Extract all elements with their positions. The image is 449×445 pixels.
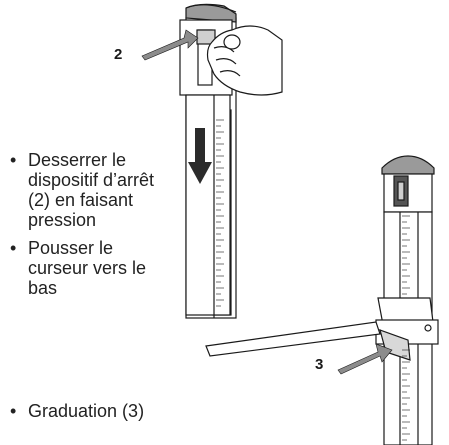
instruction-item-release-lock: Desserrer le dispositif d’arrêt (2) en f… <box>4 150 164 230</box>
scale-pointer-arrow-icon <box>337 343 393 375</box>
lower-scale-ticks <box>402 215 410 441</box>
instruction-list: Desserrer le dispositif d’arrêt (2) en f… <box>4 150 164 306</box>
lower-device-drawing <box>205 155 439 445</box>
upper-scale-ticks <box>216 119 224 307</box>
instruction-item-scale: Graduation (3) <box>4 401 204 421</box>
callout-lock-number: 2 <box>114 46 123 63</box>
push-down-arrow-icon <box>188 128 212 184</box>
callout-scale-number: 3 <box>315 356 324 373</box>
instruction-list-scale: Graduation (3) <box>4 401 204 421</box>
instruction-item-push-slider: Pousser le curseur vers le bas <box>4 238 164 298</box>
lock-pointer-arrow-icon <box>141 29 199 61</box>
